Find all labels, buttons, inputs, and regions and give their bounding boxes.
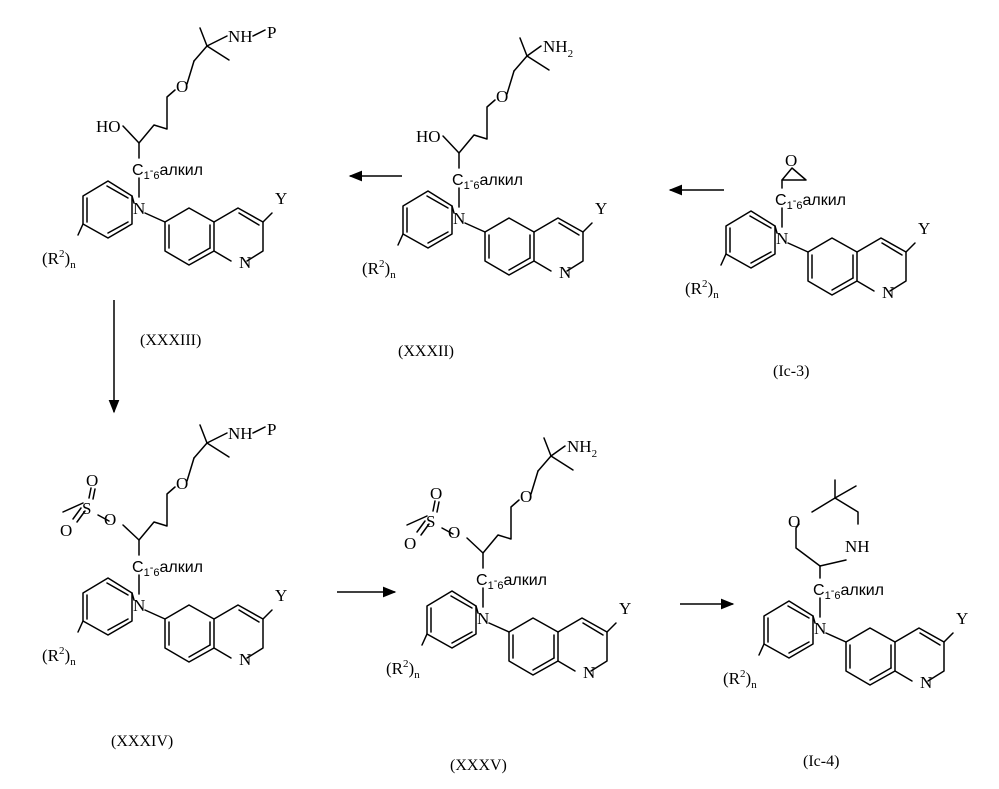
n-atom: N (133, 596, 145, 615)
quinoline-n-atom: N (559, 263, 571, 282)
mesyl-o-atom: O (448, 523, 460, 542)
o-atom: O (176, 77, 188, 96)
compound-xxxiii-text: NH P O HO N N Y C1-6алкил (R2)n (XXXIII) (42, 23, 287, 349)
nh-atom: NH (228, 27, 253, 46)
morpholine-nh: NH (845, 537, 870, 556)
quinoline-n-atom: N (239, 650, 251, 669)
c1-6-alkyl: C1-6алкил (452, 172, 523, 192)
nh2-group: NH2 (567, 437, 597, 460)
quinoline-n-atom: N (920, 673, 932, 692)
y-substituent: Y (595, 199, 607, 218)
r2n-substituent: (R2)n (362, 258, 396, 281)
compound-label-xxxiii: (XXXIII) (140, 332, 201, 349)
compound-xxxii-text: NH2 O HO N N Y C1-6алкил (R2)n (XXXII) (362, 37, 607, 360)
sulfonyl-o-atom: O (430, 484, 442, 503)
compound-xxxv (407, 438, 616, 675)
sulfonyl-o-atom: O (60, 521, 72, 540)
c1-6-alkyl: C1-6алкил (132, 162, 203, 182)
y-substituent: Y (275, 189, 287, 208)
n-atom: N (477, 609, 489, 628)
compound-xxxiv-text: NH P O O S O O N N Y C1-6алкил (R2)n (XX… (42, 420, 287, 750)
n-atom: N (453, 209, 465, 228)
y-substituent: Y (918, 219, 930, 238)
c1-6-alkyl: C1-6алкил (132, 559, 203, 579)
c1-6-alkyl: C1-6алкил (813, 582, 884, 602)
compound-xxxv-text: NH2 O O S O O N N Y C1-6алкил (R2)n (XXX… (386, 437, 631, 774)
o-atom: O (520, 487, 532, 506)
compound-label-ic-3: (Ic-3) (773, 363, 809, 380)
c1-6-alkyl: C1-6алкил (775, 192, 846, 212)
quinoline-n-atom: N (583, 663, 595, 682)
n-atom: N (776, 229, 788, 248)
compound-ic-3 (721, 168, 915, 295)
compound-xxxiv (63, 425, 272, 662)
nh2-group: NH2 (543, 37, 573, 60)
epoxide-o-atom: O (785, 151, 797, 170)
morpholine-o-atom: O (788, 512, 800, 531)
nh-atom: NH (228, 424, 253, 443)
p-atom: P (267, 420, 276, 439)
ho-group: HO (96, 117, 121, 136)
compound-ic-4-text: O NH N N Y C1-6алкил (R2)n (Ic-4) (723, 512, 968, 770)
r2n-substituent: (R2)n (42, 248, 76, 271)
compound-label-ic-4: (Ic-4) (803, 753, 839, 770)
y-substituent: Y (956, 609, 968, 628)
compound-label-xxxv: (XXXV) (450, 757, 507, 774)
n-atom: N (814, 619, 826, 638)
y-substituent: Y (275, 586, 287, 605)
sulfonyl-o-atom: O (404, 534, 416, 553)
o-atom: O (176, 474, 188, 493)
y-substituent: Y (619, 599, 631, 618)
quinoline-n-atom: N (239, 253, 251, 272)
r2n-substituent: (R2)n (386, 658, 420, 681)
o-atom: O (496, 87, 508, 106)
ho-group: HO (416, 127, 441, 146)
c1-6-alkyl: C1-6алкил (476, 572, 547, 592)
sulfur-atom: S (82, 499, 91, 518)
quinoline-n-atom: N (882, 283, 894, 302)
p-atom: P (267, 23, 276, 42)
r2n-substituent: (R2)n (685, 278, 719, 301)
mesyl-o-atom: O (104, 510, 116, 529)
r2n-substituent: (R2)n (42, 645, 76, 668)
n-atom: N (133, 199, 145, 218)
compound-label-xxxiv: (XXXIV) (111, 733, 173, 750)
sulfonyl-o-atom: O (86, 471, 98, 490)
compound-label-xxxii: (XXXII) (398, 343, 454, 360)
compound-xxxiii (78, 28, 272, 265)
compound-xxxii (398, 38, 592, 275)
sulfur-atom: S (426, 512, 435, 531)
r2n-substituent: (R2)n (723, 668, 757, 691)
